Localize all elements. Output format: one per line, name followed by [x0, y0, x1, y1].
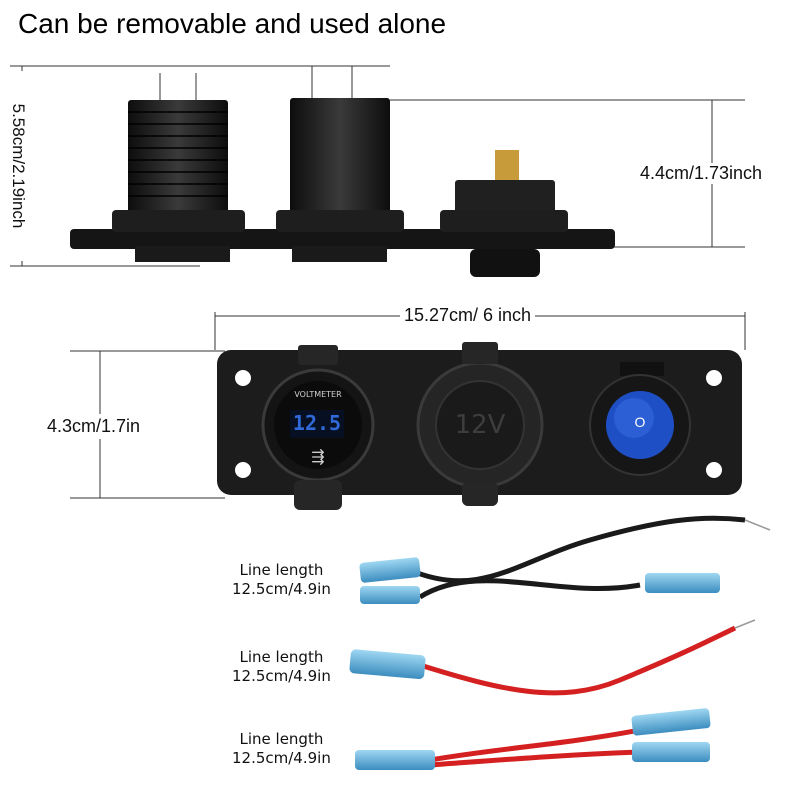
wire-black [359, 515, 771, 604]
page-title: Can be removable and used alone [18, 8, 447, 39]
panel-height-label: 4.3cm/1.7in [45, 414, 143, 439]
wire-red-double [355, 708, 711, 770]
socket-12v-label: 12V [454, 410, 506, 440]
total-height-label: 5.58cm/2.19inch [8, 71, 28, 261]
panel-width-label: 15.27cm/ 6 inch [400, 305, 536, 326]
side-view [70, 66, 615, 277]
socket-height-label: 4.4cm/1.73inch [640, 163, 763, 184]
front-panel [217, 342, 742, 510]
voltmeter-reading: 12.5 [292, 411, 342, 435]
wire-3-title: Line length [239, 730, 324, 748]
wire-1-label: Line length 12.5cm/4.9in [232, 561, 331, 599]
usb-icon: ⇶ [311, 449, 325, 466]
wire-2-title: Line length [239, 648, 324, 666]
wire-2-label: Line length 12.5cm/4.9in [232, 648, 331, 686]
wire-3-label: Line length 12.5cm/4.9in [232, 730, 331, 768]
wire-3-length: 12.5cm/4.9in [232, 749, 331, 767]
wire-1-title: Line length [239, 561, 324, 579]
switch-label: O [634, 414, 646, 430]
wire-2-length: 12.5cm/4.9in [232, 667, 331, 685]
wire-red-single [349, 619, 756, 696]
voltmeter-label: VOLTMETER [294, 390, 342, 399]
wire-1-length: 12.5cm/4.9in [232, 580, 331, 598]
